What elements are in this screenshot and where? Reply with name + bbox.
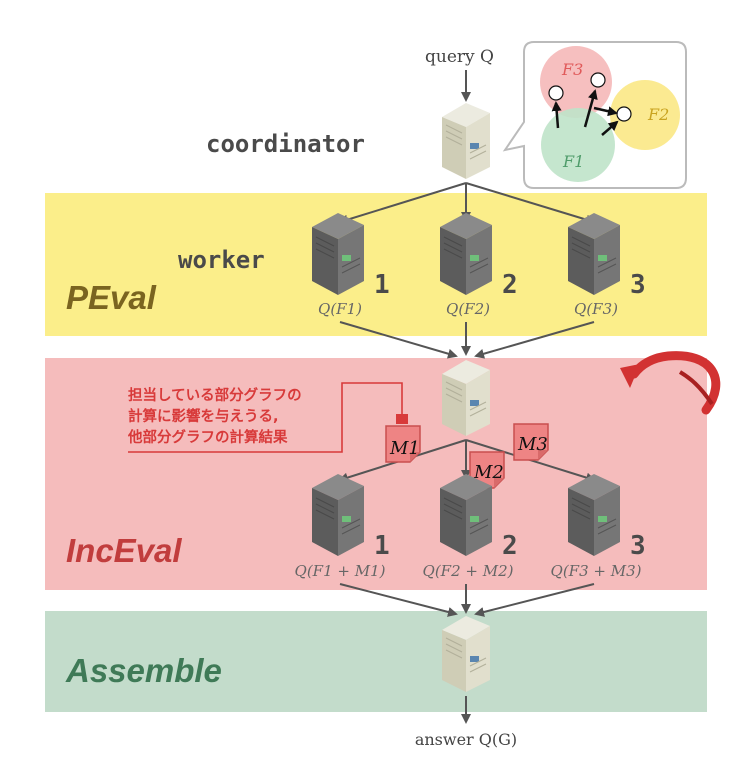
worker-number: 1 bbox=[374, 531, 390, 561]
gather-arrow bbox=[474, 583, 595, 617]
message-label: M3 bbox=[517, 434, 548, 455]
coordinator-server-icon bbox=[441, 359, 491, 437]
coordinator-label: coordinator bbox=[206, 130, 365, 158]
f1-region bbox=[541, 108, 615, 182]
message-explanation-note: 担当している部分グラフの 計算に影響を与えうる, 他部分グラフの計算結果 bbox=[127, 382, 408, 453]
worker-server-icon bbox=[567, 212, 621, 296]
worker-number: 3 bbox=[630, 531, 646, 561]
note-line: 他部分グラフの計算結果 bbox=[127, 428, 288, 446]
worker-server-icon bbox=[439, 473, 493, 557]
inceval-stage-label: IncEval bbox=[66, 532, 182, 569]
gather-arrow bbox=[339, 321, 458, 359]
coordinator-server-icon bbox=[441, 102, 491, 180]
loop-arrow-icon bbox=[620, 351, 721, 415]
coordinator-server-icon bbox=[441, 615, 491, 693]
worker-number: 2 bbox=[502, 531, 518, 561]
graph-node bbox=[548, 85, 564, 101]
answer-label: answer Q(G) bbox=[415, 730, 517, 749]
assemble-band bbox=[45, 611, 707, 712]
graph-node bbox=[616, 106, 632, 122]
worker-number: 3 bbox=[630, 270, 646, 300]
worker-number: 2 bbox=[502, 270, 518, 300]
message-label: M2 bbox=[473, 462, 504, 483]
note-line: 担当している部分グラフの bbox=[128, 386, 302, 404]
message-label: M1 bbox=[389, 438, 420, 459]
peval-stage-label: PEval bbox=[66, 279, 157, 316]
worker-number: 1 bbox=[374, 270, 390, 300]
graph-edge bbox=[601, 120, 619, 136]
assemble-stage-label: Assemble bbox=[65, 652, 222, 689]
worker-server-icon bbox=[311, 212, 365, 296]
graph-node bbox=[590, 72, 606, 88]
worker-label: worker bbox=[178, 246, 265, 274]
f2-region bbox=[610, 80, 680, 150]
worker-server-icon bbox=[439, 212, 493, 296]
dispatch-arrow bbox=[465, 182, 596, 225]
worker-result-label: Q(F3) bbox=[574, 300, 618, 318]
query-label: query Q bbox=[425, 47, 494, 67]
gather-arrow bbox=[474, 321, 595, 359]
worker-server-icon bbox=[311, 473, 365, 557]
worker-result-label: Q(F1) bbox=[318, 300, 362, 318]
graph-edge bbox=[593, 106, 618, 117]
worker-result-label: Q(F1 + M1) bbox=[295, 562, 386, 580]
graph-edge bbox=[583, 89, 598, 128]
worker-result-label: Q(F2 + M2) bbox=[423, 562, 514, 580]
note-line: 計算に影響を与えうる, bbox=[128, 407, 279, 425]
worker-server-icon bbox=[567, 473, 621, 557]
worker-result-label: Q(F3 + M3) bbox=[551, 562, 642, 580]
worker-result-label: Q(F2) bbox=[446, 300, 490, 318]
f3-label: F3 bbox=[561, 60, 583, 79]
graph-edge bbox=[551, 101, 562, 129]
partition-inset: F3 F2 F1 bbox=[502, 41, 687, 189]
f2-label: F2 bbox=[647, 105, 669, 124]
f1-label: F1 bbox=[562, 152, 584, 171]
gather-arrow bbox=[339, 583, 458, 617]
dispatch-arrow bbox=[338, 182, 467, 225]
